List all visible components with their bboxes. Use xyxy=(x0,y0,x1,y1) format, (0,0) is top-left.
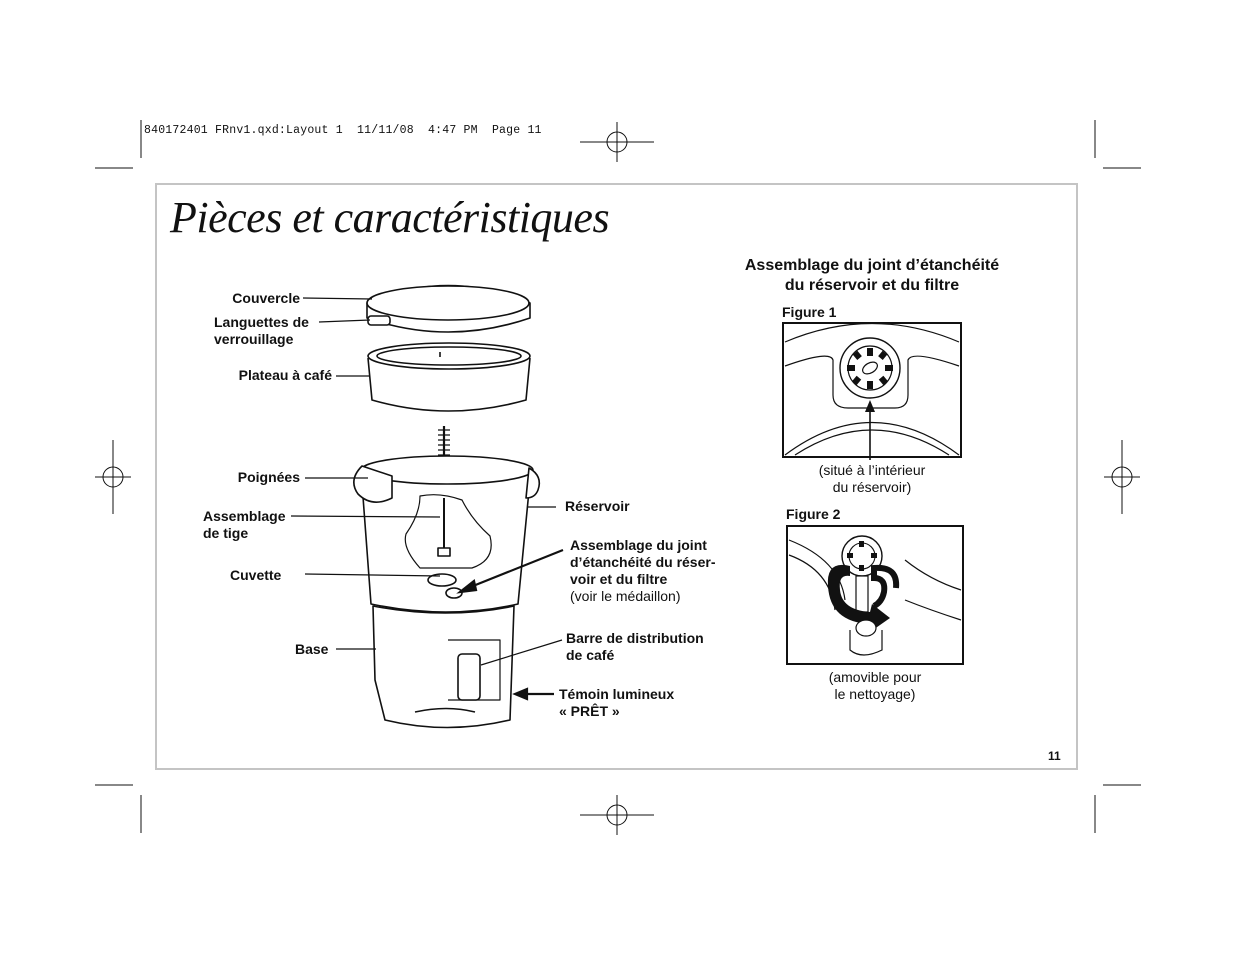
inset-heading: Assemblage du joint d’étanchéité du rése… xyxy=(744,257,1000,294)
basket-shape xyxy=(367,357,531,412)
page-number: 11 xyxy=(1048,749,1061,763)
print-slug: 840172401 FRnv1.qxd:Layout 1 11/11/08 4:… xyxy=(144,124,542,137)
registration-mark-right xyxy=(1104,440,1140,514)
figure-2-caption: (amovible pour le nettoyage) xyxy=(828,669,922,702)
label-reservoir: Réservoir xyxy=(565,498,630,514)
figure-1-label: Figure 1 xyxy=(782,304,837,320)
label-couvercle: Couvercle xyxy=(232,290,300,306)
page-title: Pièces et caractéristiques xyxy=(170,193,610,242)
dispenser-bar-shape xyxy=(457,653,481,701)
label-plateau: Plateau à café xyxy=(238,367,332,383)
registration-mark-top xyxy=(580,122,654,162)
content-frame xyxy=(155,183,1078,770)
figure-2-drawing xyxy=(786,525,964,665)
label-languettes: Languettes de verrouillage xyxy=(214,314,309,347)
figure-2-label: Figure 2 xyxy=(786,506,841,522)
figure-1-caption: (situé à l’intérieur du réservoir) xyxy=(818,462,926,495)
label-assemblage-tige: Assemblage de tige xyxy=(203,508,286,541)
figure-1-drawing xyxy=(782,322,962,460)
label-cuvette: Cuvette xyxy=(230,567,282,583)
label-joint: Assemblage du joint d’étanchéité du rése… xyxy=(570,537,716,604)
registration-mark-left xyxy=(95,440,131,514)
handle-right xyxy=(525,467,541,499)
label-base: Base xyxy=(295,641,329,657)
label-temoin: Témoin lumineux « PRÊT » xyxy=(559,686,675,719)
label-barre: Barre de distribution de café xyxy=(566,630,704,663)
registration-mark-bottom xyxy=(580,795,654,835)
handle-left xyxy=(353,465,393,503)
label-poignees: Poignées xyxy=(237,469,300,485)
